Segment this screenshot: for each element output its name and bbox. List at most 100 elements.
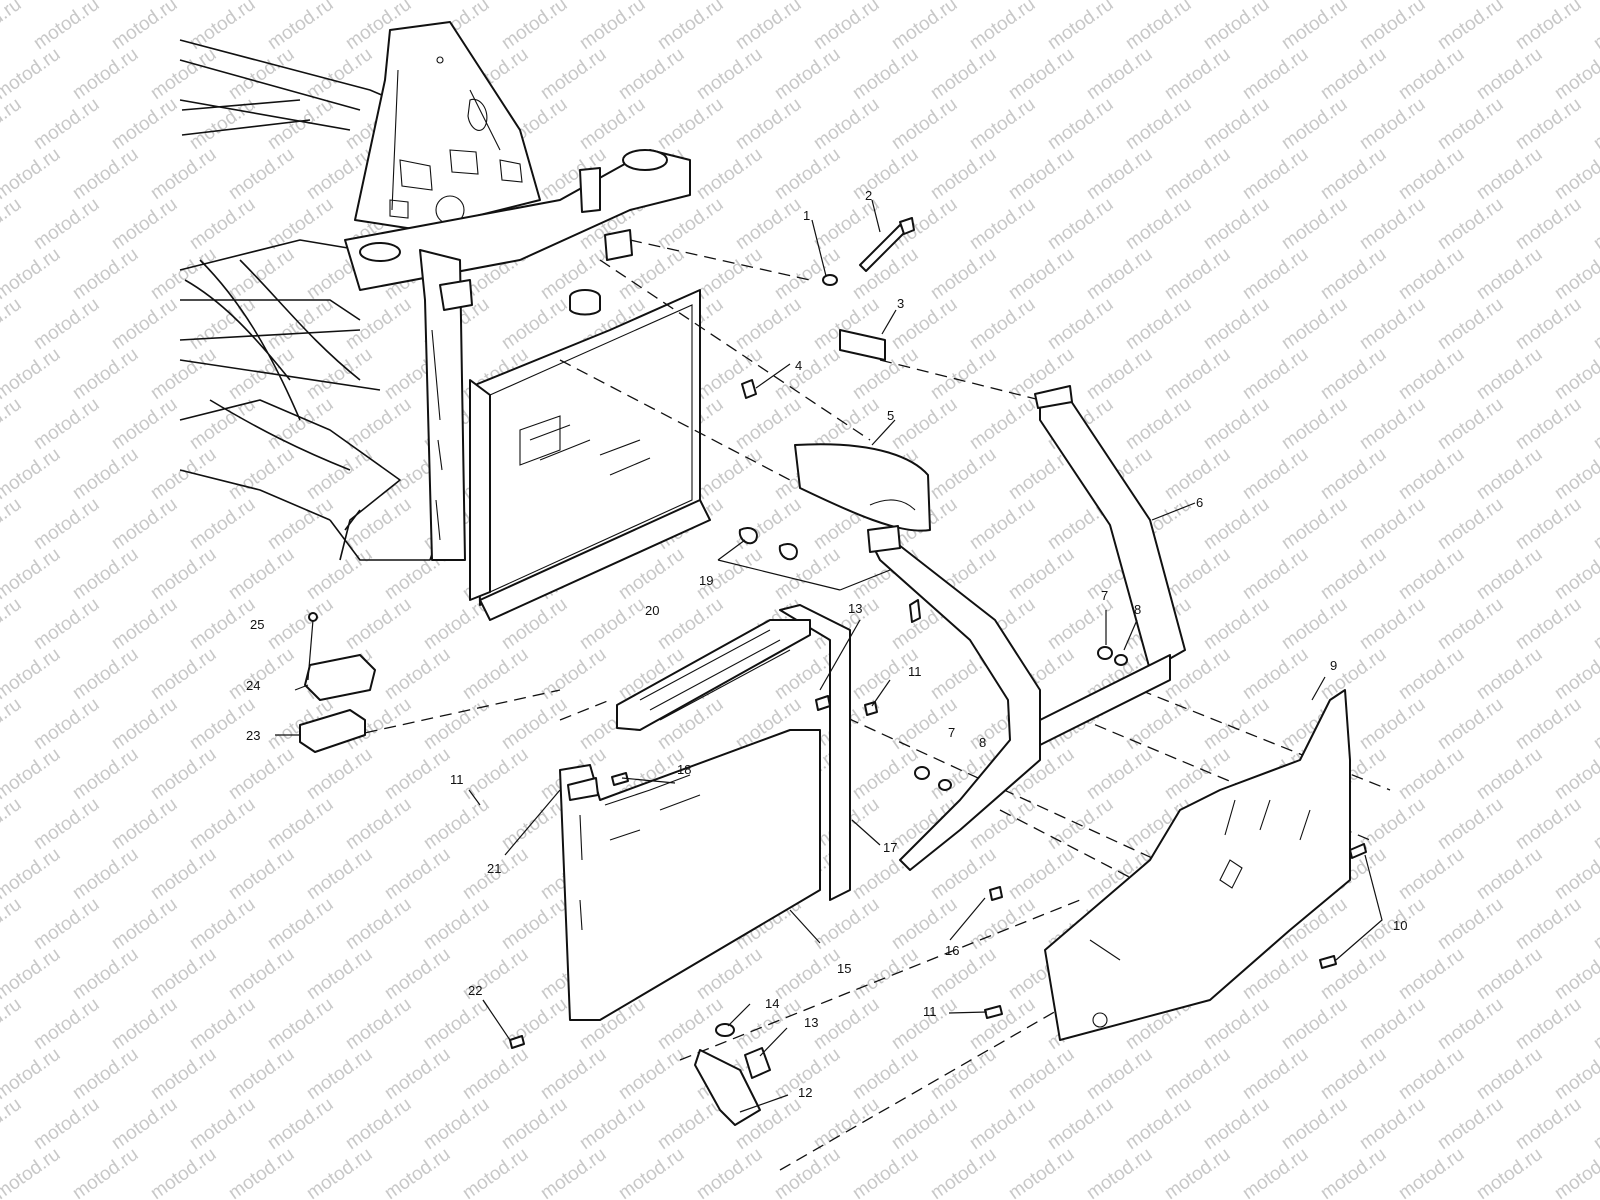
watermark-text: motod.ru <box>888 0 961 54</box>
callout-24: 24 <box>246 678 260 693</box>
watermark-text: motod.ru <box>0 944 64 1004</box>
watermark-text: motod.ru <box>654 194 727 254</box>
watermark-text: motod.ru <box>966 994 1039 1054</box>
watermark-text: motod.ru <box>186 994 259 1054</box>
watermark-text: motod.ru <box>186 694 259 754</box>
watermark-text: motod.ru <box>459 1144 532 1200</box>
watermark-text: motod.ru <box>966 94 1039 154</box>
watermark-text: motod.ru <box>771 144 844 204</box>
watermark-text: motod.ru <box>1005 44 1078 104</box>
callout-8-lower: 8 <box>979 735 986 750</box>
callout-16: 16 <box>945 943 959 958</box>
watermark-text: motod.ru <box>1200 494 1273 554</box>
callout-21: 21 <box>487 861 501 876</box>
watermark-text: motod.ru <box>1512 0 1585 54</box>
watermark-text: motod.ru <box>1512 294 1585 354</box>
watermark-text: motod.ru <box>186 494 259 554</box>
callout-14: 14 <box>765 996 779 1011</box>
watermark-text: motod.ru <box>1239 444 1312 504</box>
watermark-text: motod.ru <box>303 844 376 904</box>
watermark-text: motod.ru <box>1200 694 1273 754</box>
watermark-text: motod.ru <box>225 744 298 804</box>
watermark-text: motod.ru <box>264 1094 337 1154</box>
watermark-text: motod.ru <box>1356 94 1429 154</box>
chassis-frame <box>179 21 691 561</box>
watermark-text: motod.ru <box>1434 894 1507 954</box>
watermark-text: motod.ru <box>1044 794 1117 854</box>
leader-lines <box>275 199 1383 1113</box>
watermark-text: motod.ru <box>732 194 805 254</box>
watermark-text: motod.ru <box>1278 194 1351 254</box>
bracket-plate-5 <box>794 443 931 532</box>
watermark-text: motod.ru <box>0 544 64 604</box>
watermark-text: motod.ru <box>342 894 415 954</box>
watermark-text: motod.ru <box>186 294 259 354</box>
watermark-text: motod.ru <box>1551 744 1600 804</box>
watermark-text: motod.ru <box>693 144 766 204</box>
watermark-text: motod.ru <box>1395 844 1468 904</box>
watermark-text: motod.ru <box>1473 344 1546 404</box>
watermark-text: motod.ru <box>1395 244 1468 304</box>
watermark-text: motod.ru <box>1395 1144 1468 1200</box>
watermark-text: motod.ru <box>420 794 493 854</box>
watermark-text: motod.ru <box>108 694 181 754</box>
watermark-text: motod.ru <box>0 594 25 654</box>
watermark-text: motod.ru <box>693 244 766 304</box>
watermark-text: motod.ru <box>693 1144 766 1200</box>
watermark-text: motod.ru <box>1512 794 1585 854</box>
callout-5: 5 <box>887 408 894 423</box>
watermark-text: motod.ru <box>693 44 766 104</box>
watermark-text: motod.ru <box>69 44 142 104</box>
watermark-text: motod.ru <box>147 544 220 604</box>
watermark-text: motod.ru <box>459 744 532 804</box>
watermark-text: motod.ru <box>1122 1094 1195 1154</box>
watermark-text: motod.ru <box>576 1094 649 1154</box>
watermark-text: motod.ru <box>1434 494 1507 554</box>
watermark-text: motod.ru <box>732 0 805 54</box>
watermark-text: motod.ru <box>1512 394 1585 454</box>
watermark-text: motod.ru <box>186 894 259 954</box>
watermark-text: motod.ru <box>0 894 25 954</box>
watermark-text: motod.ru <box>1278 294 1351 354</box>
callout-23: 23 <box>246 728 260 743</box>
watermark-text: motod.ru <box>1044 194 1117 254</box>
watermark-text: motod.ru <box>342 994 415 1054</box>
watermark-text: motod.ru <box>810 0 883 54</box>
watermark-text: motod.ru <box>69 744 142 804</box>
watermark-text: motod.ru <box>225 244 298 304</box>
watermark-text: motod.ru <box>1083 244 1156 304</box>
watermark-text: motod.ru <box>1200 0 1273 54</box>
watermark-text: motod.ru <box>537 1144 610 1200</box>
watermark-text: motod.ru <box>1200 194 1273 254</box>
watermark-text: motod.ru <box>1005 1144 1078 1200</box>
watermark-text: motod.ru <box>1239 244 1312 304</box>
watermark-text: motod.ru <box>420 1094 493 1154</box>
watermark-text: motod.ru <box>30 394 103 454</box>
watermark-text: motod.ru <box>1551 1144 1600 1200</box>
watermark-text: motod.ru <box>498 694 571 754</box>
watermark-text: motod.ru <box>459 1044 532 1104</box>
watermark-text: motod.ru <box>381 844 454 904</box>
watermark-text: motod.ru <box>1395 544 1468 604</box>
callout-13-upper: 13 <box>848 601 862 616</box>
watermark-text: motod.ru <box>0 294 25 354</box>
watermark-text: motod.ru <box>1005 244 1078 304</box>
watermark-text: motod.ru <box>1317 644 1390 704</box>
watermark-text: motod.ru <box>30 94 103 154</box>
watermark-text: motod.ru <box>69 1044 142 1104</box>
watermark-text: motod.ru <box>1317 544 1390 604</box>
watermark-text: motod.ru <box>1200 594 1273 654</box>
watermark-text: motod.ru <box>30 294 103 354</box>
callout-12: 12 <box>798 1085 812 1100</box>
watermark-text: motod.ru <box>225 1144 298 1200</box>
watermark-text: motod.ru <box>342 1094 415 1154</box>
watermark-text: motod.ru <box>1356 494 1429 554</box>
watermark-text: motod.ru <box>1005 144 1078 204</box>
watermark-text: motod.ru <box>1434 0 1507 54</box>
watermark-text: motod.ru <box>1317 344 1390 404</box>
watermark-text: motod.ru <box>1395 644 1468 704</box>
watermark-text: motod.ru <box>420 894 493 954</box>
watermark-text: motod.ru <box>498 994 571 1054</box>
